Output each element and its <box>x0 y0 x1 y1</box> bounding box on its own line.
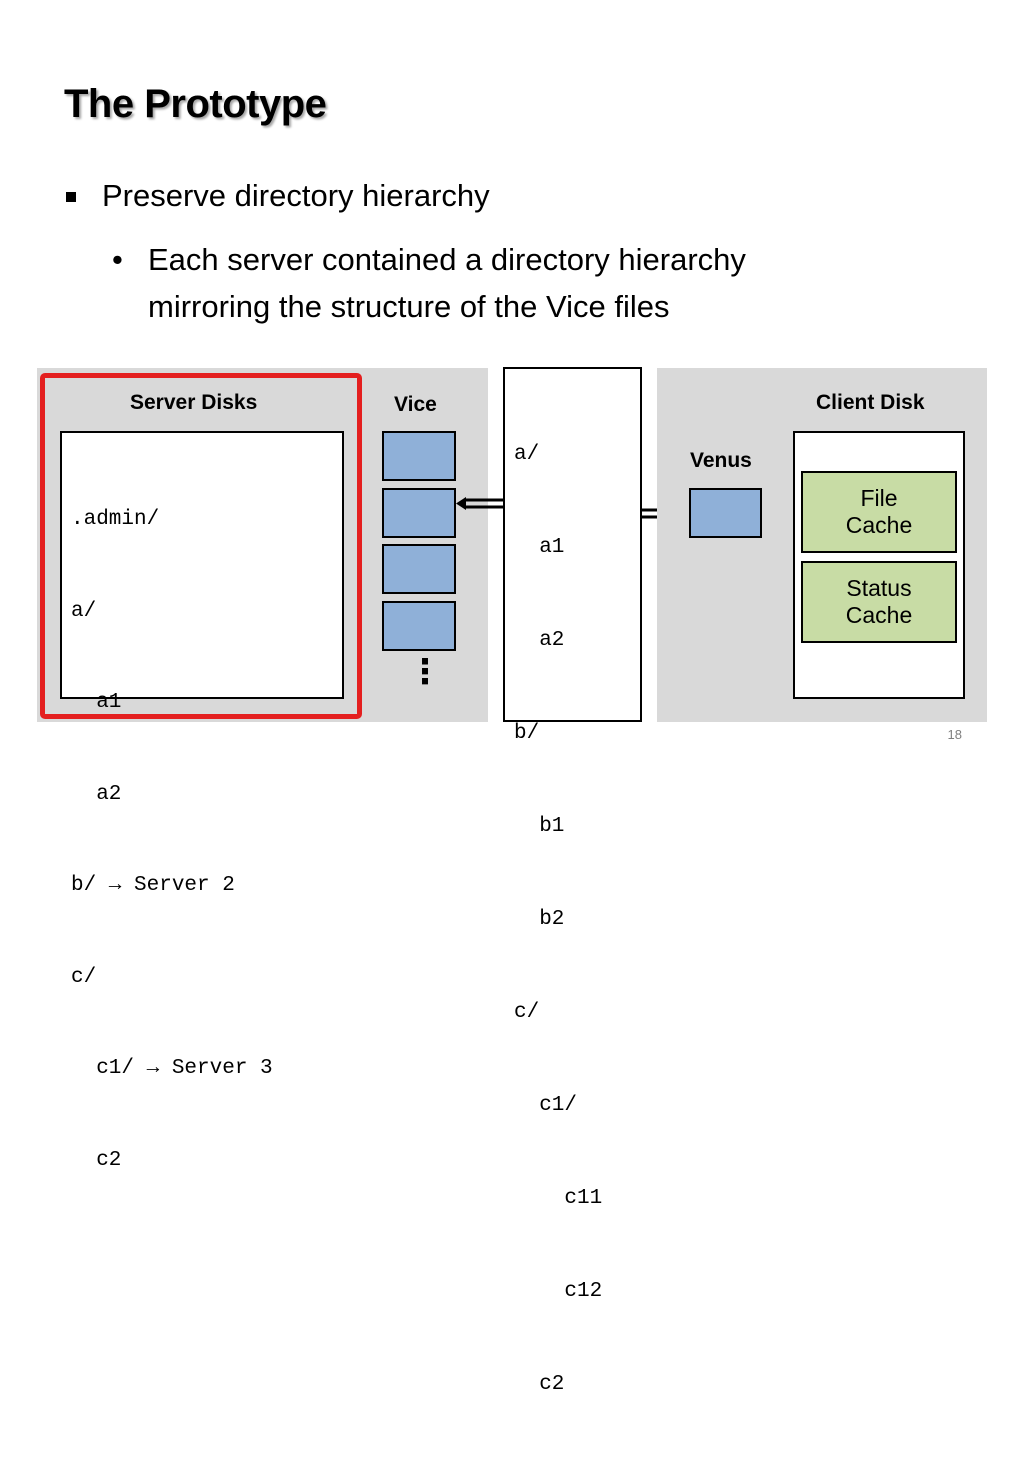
tree-line: a1 <box>514 536 565 559</box>
tree-line: a1 <box>71 691 122 714</box>
tree-line: c12 <box>514 1280 603 1303</box>
tree-line: c/ <box>71 965 97 989</box>
status-cache-label-line-1: Status <box>846 575 912 601</box>
vice-label: Vice <box>394 393 437 416</box>
tree-line: b/ → Server 2 <box>71 874 235 897</box>
server-disks-label: Server Disks <box>130 391 258 414</box>
vice-server-block <box>382 431 456 481</box>
file-cache-label-line-2: Cache <box>845 512 913 538</box>
page-number: 18 <box>947 727 962 742</box>
tree-line: c11 <box>514 1187 603 1210</box>
tree-line: c2 <box>514 1373 565 1396</box>
tree-line: a/ <box>71 599 97 623</box>
tree-line: a2 <box>71 782 122 806</box>
tree-line: c/ <box>514 1001 540 1024</box>
venus-block <box>689 488 762 538</box>
square-bullet-icon <box>66 192 76 202</box>
vice-server-block <box>382 601 456 651</box>
bullet-text-line-1: Each server contained a directory hierar… <box>148 242 746 277</box>
server-disks-highlight <box>40 373 362 719</box>
vice-server-block <box>382 544 456 594</box>
server-disk-tree-box: .admin/ a/ a1 a2 b/ → Server 2 c/ c1/ → … <box>60 431 344 1172</box>
server-tree-listing: .admin/ a/ a1 a2 b/ → Server 2 c/ c1/ → … <box>71 444 273 1237</box>
tree-line: c1/ → Server 3 <box>71 1057 273 1080</box>
tree-line: c1/ <box>514 1094 578 1117</box>
vice-server-block <box>382 488 456 538</box>
file-cache-label-line-1: File <box>860 485 898 511</box>
tree-line: a2 <box>514 629 565 652</box>
status-cache-label-line-2: Cache <box>845 602 913 628</box>
status-cache-box: Status Cache <box>801 561 957 643</box>
bullet-text-line-2: mirroring the structure of the Vice file… <box>148 289 670 324</box>
vice-tree-listing: a/ a1 a2 b/ b1 b2 c/ c1/ c11 c12 c2 <box>514 377 602 1462</box>
file-cache-box: File Cache <box>801 471 957 553</box>
client-disk-label: Client Disk <box>816 391 925 414</box>
tree-line: b2 <box>514 908 565 931</box>
vice-tree-box: a/ a1 a2 b/ b1 b2 c/ c1/ c11 c12 c2 <box>503 367 642 1396</box>
venus-label: Venus <box>690 449 752 472</box>
tree-line: .admin/ <box>71 508 160 531</box>
round-bullet-icon: • <box>112 242 123 277</box>
tree-line: b1 <box>514 815 565 838</box>
slide-title: The Prototype <box>64 82 327 126</box>
vice-more-ellipsis: ⋮ <box>408 653 442 691</box>
arrow-to-vice-icon <box>456 497 504 510</box>
tree-line: b/ <box>514 722 540 745</box>
tree-line: c2 <box>71 1148 122 1172</box>
tree-line: a/ <box>514 443 540 466</box>
bullet-text: Preserve directory hierarchy <box>102 178 490 213</box>
